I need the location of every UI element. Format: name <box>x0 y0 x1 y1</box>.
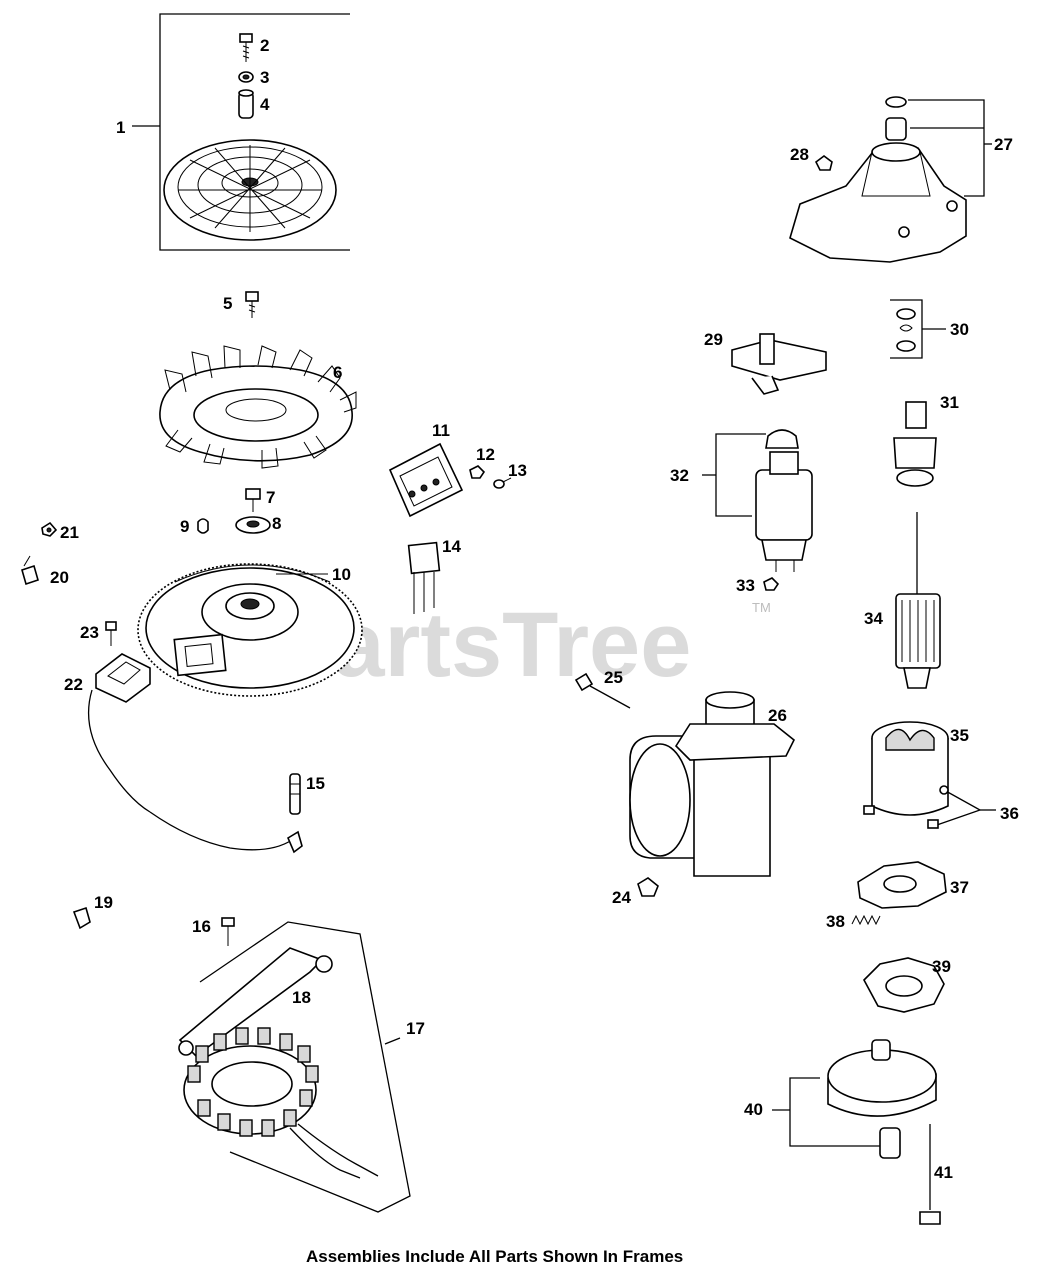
part-5-bolt <box>245 291 259 318</box>
frame-item-1 <box>132 13 350 251</box>
callout-10: 10 <box>332 565 351 584</box>
part-34-armature <box>895 512 941 689</box>
callout-2: 2 <box>260 36 269 55</box>
callout-38: 38 <box>826 912 845 931</box>
callout-8: 8 <box>272 514 281 533</box>
part-11-rectifier <box>388 442 464 518</box>
callout-29: 29 <box>704 330 723 349</box>
callout-23: 23 <box>80 623 99 642</box>
callout-36: 36 <box>1000 804 1019 823</box>
callout-37: 37 <box>950 878 969 897</box>
part-19-clip <box>72 906 91 930</box>
callout-26: 26 <box>768 706 787 725</box>
part-29-brush-holder <box>731 333 827 395</box>
callout-24: 24 <box>612 888 631 907</box>
part-15-spark-plug-boot <box>289 773 301 815</box>
part-36-brushes <box>863 785 949 829</box>
callout-41: 41 <box>934 1163 953 1182</box>
callout-labels: 1 2 3 4 5 6 7 8 9 10 11 12 13 14 15 16 1… <box>50 36 1019 1182</box>
callout-15: 15 <box>306 774 325 793</box>
callout-35: 35 <box>950 726 969 745</box>
part-17-stator <box>183 1027 379 1179</box>
callout-6: 6 <box>333 363 342 382</box>
frame-item-32 <box>702 433 766 517</box>
callout-7: 7 <box>266 488 275 507</box>
part-30-washers <box>896 308 916 352</box>
callout-13: 13 <box>508 461 527 480</box>
part-37-brush-plate <box>857 861 947 909</box>
callout-3: 3 <box>260 68 269 87</box>
callout-32: 32 <box>670 466 689 485</box>
watermark-trademark: TM <box>752 600 771 615</box>
frame-item-30 <box>890 299 946 359</box>
part-40-end-cap <box>827 1039 937 1159</box>
callout-33: 33 <box>736 576 755 595</box>
callout-39: 39 <box>932 957 951 976</box>
callout-19: 19 <box>94 893 113 912</box>
callout-1: 1 <box>116 118 125 137</box>
callout-25: 25 <box>604 668 623 687</box>
frame-item-40 <box>772 1077 880 1147</box>
part-27-drive-end-cap <box>789 96 967 263</box>
part-41-through-bolt <box>919 1124 941 1225</box>
part-7-bolt <box>245 488 261 512</box>
footer-note: Assemblies Include All Parts Shown In Fr… <box>306 1247 683 1266</box>
part-18-ground-strap <box>178 947 333 1058</box>
part-2-screw <box>239 33 253 62</box>
part-6-cooling-fan <box>159 345 357 469</box>
part-26-starter-motor <box>629 691 796 877</box>
part-9-key <box>197 518 209 534</box>
part-13-screw <box>493 477 512 489</box>
callout-14: 14 <box>442 537 461 556</box>
callout-4: 4 <box>260 95 270 114</box>
part-22-ignition-module <box>87 653 303 854</box>
part-20-terminal <box>21 555 39 586</box>
callout-34: 34 <box>864 609 883 628</box>
part-33-nut <box>763 577 780 591</box>
callout-31: 31 <box>940 393 959 412</box>
part-21-nut <box>41 521 58 537</box>
part-32-solenoid <box>755 429 813 572</box>
callout-17: 17 <box>406 1019 425 1038</box>
callout-16: 16 <box>192 917 211 936</box>
part-38-spring <box>851 914 881 926</box>
part-25-bolt <box>574 672 631 709</box>
callout-21: 21 <box>60 523 79 542</box>
part-8-washer <box>235 516 271 534</box>
part-1-grass-screen <box>163 139 337 241</box>
callout-27: 27 <box>994 135 1013 154</box>
callout-12: 12 <box>476 445 495 464</box>
part-3-washer <box>238 71 254 83</box>
callout-11: 11 <box>432 421 450 440</box>
part-16-screw <box>221 917 235 946</box>
part-35-field-housing <box>871 721 949 816</box>
callout-22: 22 <box>64 675 83 694</box>
callout-18: 18 <box>292 988 311 1007</box>
callout-40: 40 <box>744 1100 763 1119</box>
callout-9: 9 <box>180 517 189 536</box>
frame-item-36 <box>933 789 996 827</box>
callout-5: 5 <box>223 294 232 313</box>
callout-30: 30 <box>950 320 969 339</box>
part-31-drive-pinion <box>893 401 937 487</box>
callout-28: 28 <box>790 145 809 164</box>
frame-item-27 <box>908 99 992 197</box>
part-10-flywheel <box>137 563 363 697</box>
part-28-nut <box>814 155 833 171</box>
part-24-nut <box>637 877 659 897</box>
callout-20: 20 <box>50 568 69 587</box>
frame-item-17 <box>199 921 411 1213</box>
part-23-screw <box>105 621 117 646</box>
part-4-spacer <box>238 89 254 119</box>
part-12-nut <box>469 465 486 479</box>
part-14-connector <box>407 541 441 614</box>
part-39-retainer <box>863 957 945 1013</box>
